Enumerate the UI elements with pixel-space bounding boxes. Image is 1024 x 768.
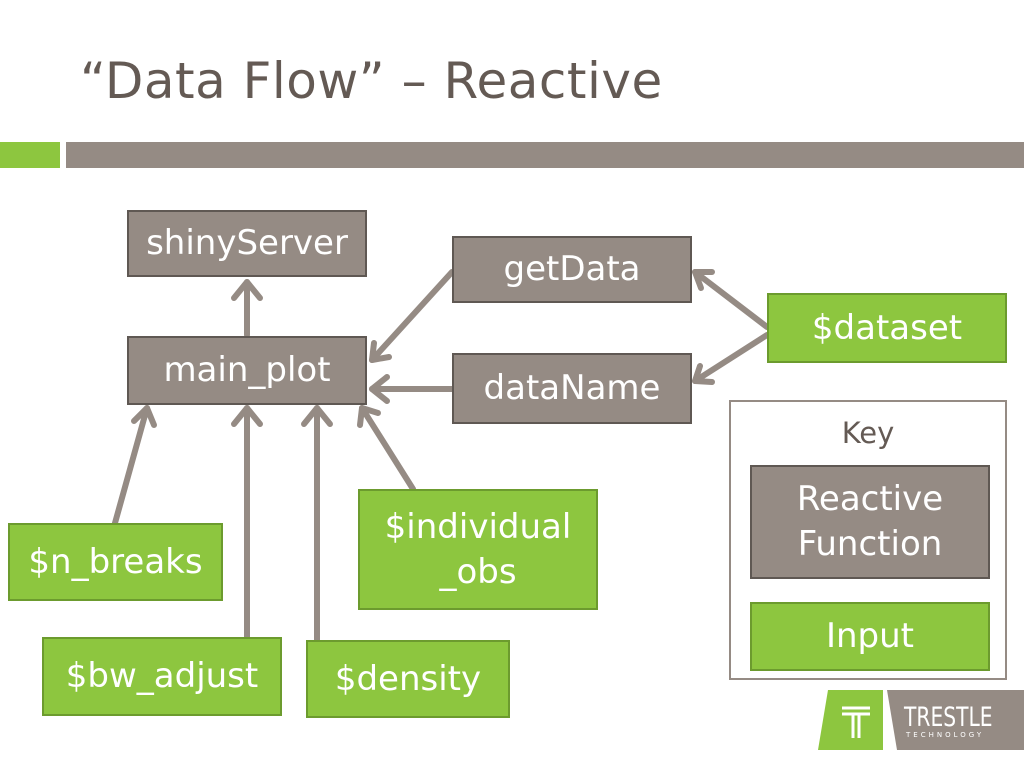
node-individual-obs-label-line2: _obs bbox=[439, 551, 517, 592]
arrow-dataset-to-get-data bbox=[692, 269, 770, 330]
logo-name: TRESTLE bbox=[904, 702, 993, 733]
logo-tagline: TECHNOLOGY bbox=[906, 731, 985, 739]
arrow-dataset-to-data-name bbox=[692, 332, 770, 384]
node-density-label: $density bbox=[334, 658, 482, 699]
node-dataset-label: $dataset bbox=[811, 307, 963, 348]
legend-reactive-function: Reactive Function bbox=[750, 465, 990, 579]
trestle-mark-icon bbox=[842, 706, 870, 738]
title-accent-bar bbox=[0, 142, 60, 168]
node-bw-adjust: $bw_adjust bbox=[42, 637, 282, 716]
node-data-name-label: dataName bbox=[483, 368, 661, 409]
node-shiny-server: shinyServer bbox=[127, 210, 367, 277]
slide-title: “Data Flow” – Reactive bbox=[80, 52, 663, 110]
node-individual-obs-label-line1: $individual bbox=[384, 506, 572, 547]
node-density: $density bbox=[306, 640, 510, 718]
legend-title: Key bbox=[841, 416, 895, 450]
node-data-name: dataName bbox=[452, 353, 692, 424]
node-individual-obs: $individual _obs bbox=[358, 489, 598, 610]
node-dataset: $dataset bbox=[767, 293, 1007, 363]
legend-input-label: Input bbox=[825, 616, 915, 657]
legend-reactive-label-line2: Function bbox=[797, 524, 943, 564]
node-n-breaks: $n_breaks bbox=[8, 523, 223, 601]
node-shiny-server-label: shinyServer bbox=[146, 223, 348, 264]
arrow-n-breaks-to-main-plot bbox=[112, 405, 150, 526]
arrow-individual-obs-to-main-plot bbox=[359, 405, 416, 492]
node-get-data: getData bbox=[452, 236, 692, 303]
node-get-data-label: getData bbox=[503, 249, 641, 290]
node-bw-adjust-label: $bw_adjust bbox=[65, 656, 259, 697]
title-divider-bar bbox=[66, 142, 1024, 168]
node-n-breaks-label: $n_breaks bbox=[28, 541, 203, 582]
node-main-plot: main_plot bbox=[127, 336, 367, 405]
node-main-plot-label: main_plot bbox=[163, 350, 331, 391]
arrow-get-data-to-main-plot bbox=[369, 269, 455, 363]
legend-reactive-label-line1: Reactive bbox=[796, 479, 944, 520]
legend-input: Input bbox=[750, 602, 990, 671]
